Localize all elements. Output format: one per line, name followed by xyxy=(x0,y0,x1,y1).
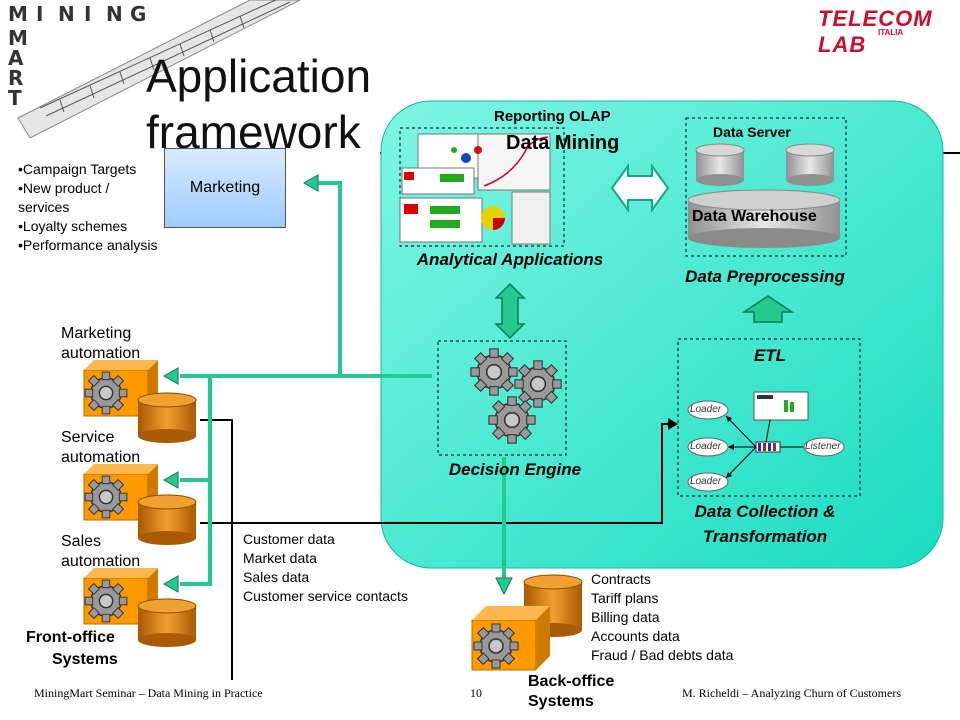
logo-letter: G xyxy=(130,2,147,26)
page-number: 10 xyxy=(470,686,482,700)
analytics-decision-double-arrow xyxy=(494,282,526,340)
logo-letter: N xyxy=(58,2,75,26)
logo-letter: A xyxy=(8,46,24,70)
analytics-thumbnails xyxy=(399,133,551,245)
data-collection-label-1: Data Collection & xyxy=(694,502,836,521)
footer-right: M. Richeldi – Analyzing Churn of Custome… xyxy=(682,686,901,700)
data-server-label: Data Server xyxy=(713,124,791,140)
back-office-label-1: Back-office xyxy=(528,673,615,690)
bullet-item: Loyalty schemes xyxy=(18,217,158,236)
sales-automation-label: Sales automation xyxy=(61,533,141,570)
data-item: Customer service contacts xyxy=(243,588,408,604)
data-warehouse-label: Data Warehouse xyxy=(692,208,817,225)
logo-letter: R xyxy=(8,66,24,90)
front-office-data-list: Customer data Market data Sales data Cus… xyxy=(243,530,408,606)
green-arrowheads xyxy=(162,174,513,596)
page-title: Application framework xyxy=(146,48,371,160)
data-item: Customer data xyxy=(243,531,335,547)
back-office-label-2: Systems xyxy=(528,693,594,710)
decision-engine-label: Decision Engine xyxy=(448,460,582,479)
reporting-olap-label: Reporting OLAP xyxy=(494,108,611,125)
data-item: Contracts xyxy=(591,571,651,587)
front-office-units xyxy=(83,360,197,647)
data-item: Billing data xyxy=(591,609,660,625)
telecom-lab-sub: ITALIA xyxy=(878,28,904,37)
bullet-item: Campaign Targets xyxy=(18,160,158,179)
marketing-bullets: Campaign Targets New product / services … xyxy=(18,160,158,255)
data-item: Market data xyxy=(243,550,317,566)
marketing-automation-unit xyxy=(83,360,197,443)
decision-output-lines xyxy=(180,181,506,586)
back-office-unit xyxy=(471,574,583,671)
listener-label: Listener xyxy=(805,441,841,452)
data-item: Accounts data xyxy=(591,628,680,644)
logo-graphic xyxy=(17,0,301,139)
marketing-box: Marketing xyxy=(164,148,286,228)
back-office-data-list: Contracts Tariff plans Billing data Acco… xyxy=(591,570,733,665)
bullet-item: Performance analysis xyxy=(18,236,158,255)
analytical-box xyxy=(399,127,565,247)
footer-left: MiningMart Seminar – Data Mining in Prac… xyxy=(34,686,263,700)
data-preprocessing-label: Data Preprocessing xyxy=(685,267,845,286)
loader-label: Loader xyxy=(690,476,722,487)
logo-letter: T xyxy=(8,86,22,110)
service-automation-label: Service automation xyxy=(61,429,141,466)
logo-letter: N xyxy=(106,2,123,26)
decision-engine-box xyxy=(437,340,567,456)
front-office-label-2: Systems xyxy=(52,651,118,668)
marketing-automation-label: Marketing automation xyxy=(61,325,141,362)
telecom-lab-logo: TELECOM LAB xyxy=(818,6,933,57)
logo-letter: I xyxy=(36,2,44,26)
service-automation-unit xyxy=(83,464,197,545)
front-office-label-1: Front-office xyxy=(26,629,115,646)
logo-letter: M xyxy=(8,2,28,26)
logo-letter: I xyxy=(84,2,92,26)
loader-label: Loader xyxy=(690,441,722,452)
etl-graphic xyxy=(687,391,845,492)
data-item: Fraud / Bad debts data xyxy=(591,647,734,663)
data-mining-label: Data Mining xyxy=(506,132,620,154)
data-server-box xyxy=(685,117,847,257)
sales-automation-unit xyxy=(83,568,197,647)
bullet-item: New product / services xyxy=(18,179,158,217)
logo-letter: M xyxy=(8,26,28,50)
data-item: Tariff plans xyxy=(591,590,659,606)
title-line-1: Application xyxy=(146,50,372,102)
etl-input-arrowhead xyxy=(668,418,678,430)
loader-label: Loader xyxy=(690,404,722,415)
etl-label: ETL xyxy=(753,346,787,365)
server-cylinders xyxy=(687,143,841,248)
analytical-applications-label: Analytical Applications xyxy=(416,250,604,269)
data-collection-label-2: Transformation xyxy=(702,527,828,546)
etl-up-arrow xyxy=(741,295,795,323)
etl-box xyxy=(677,338,861,497)
data-item: Sales data xyxy=(243,569,310,585)
olap-mining-double-arrow xyxy=(610,162,670,214)
